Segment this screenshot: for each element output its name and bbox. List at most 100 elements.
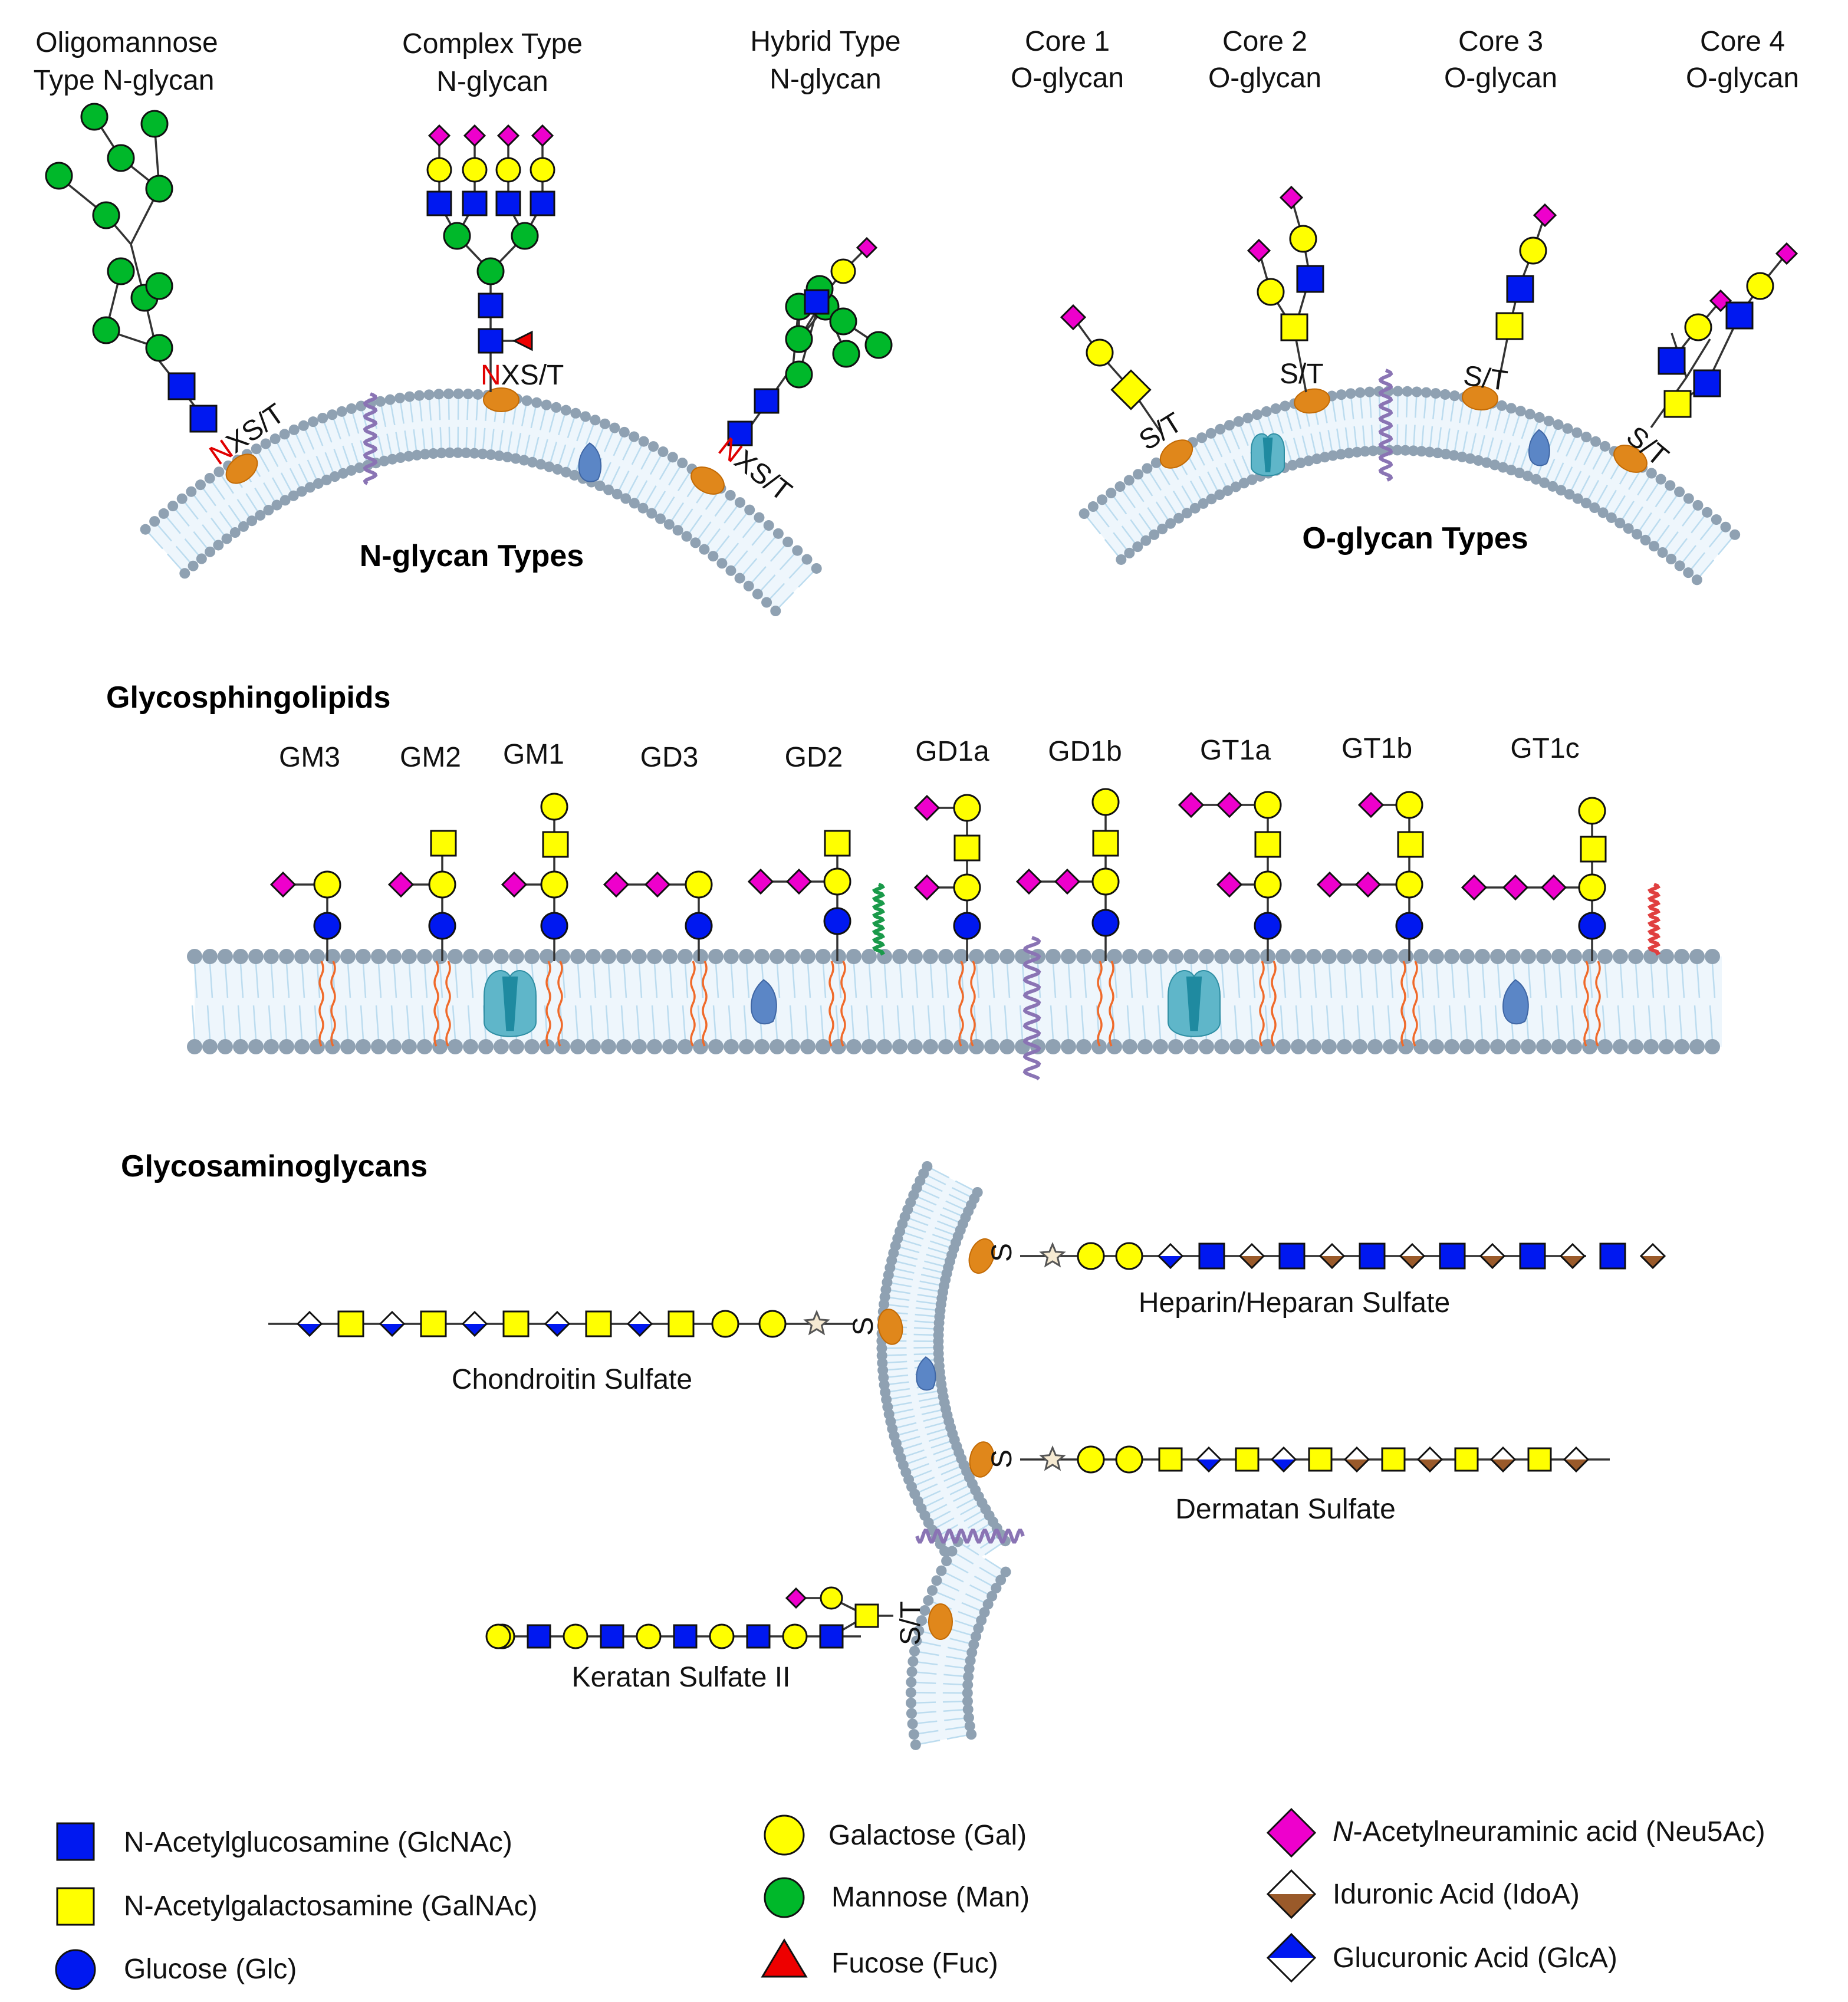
lipid-tail [351, 442, 360, 465]
lipid-head [158, 508, 169, 519]
lipid-tail [222, 1005, 226, 1040]
lipid-head [1275, 949, 1291, 964]
lipid-tail [1494, 409, 1502, 431]
lipid-head [1702, 507, 1713, 518]
lipid-tail [289, 468, 301, 489]
lipid-tail [670, 502, 685, 522]
lipid-tail [1336, 428, 1341, 451]
lipid-tail [1121, 489, 1136, 508]
lipid-tail [886, 1360, 907, 1364]
lipid-head [1242, 412, 1254, 423]
legend-gal: Galactose (Gal) [828, 1820, 1027, 1851]
lipid-head [325, 949, 340, 964]
peptide-helix-green [872, 883, 886, 956]
galactose-circle [428, 870, 456, 899]
lipid-head [233, 1039, 248, 1054]
lipid-tail [1699, 522, 1715, 541]
gsl-name-GM1: GM1 [503, 739, 564, 770]
lipid-tail [923, 1181, 943, 1192]
lipid-tail [263, 482, 276, 502]
lipid-tail [682, 1005, 686, 1040]
lipid-head [1674, 560, 1685, 571]
lipid-head [1449, 390, 1460, 402]
mannose-circle [80, 103, 108, 131]
lipid-head [1133, 469, 1144, 480]
lipid-tail [167, 553, 183, 571]
galnac-square [1495, 312, 1524, 340]
lipid-head [1490, 1039, 1505, 1054]
lipid-head [387, 453, 398, 465]
lipid-head [1416, 446, 1427, 457]
lipid-head [1116, 554, 1127, 565]
lipid-head [1649, 541, 1660, 552]
lipid-head [494, 450, 505, 461]
transmembrane-helix [915, 1528, 1025, 1544]
lipid-head [801, 554, 813, 565]
mannose-circle [832, 340, 860, 368]
lipid-head [233, 949, 248, 964]
lipid-tail [946, 1478, 967, 1489]
lipid-head [962, 1679, 974, 1691]
lipid-head [1165, 518, 1176, 529]
complex-label-2: N-glycan [436, 66, 548, 97]
lipid-tail [1189, 480, 1202, 501]
lipid-tail [895, 1260, 916, 1267]
protein-anchor [1159, 439, 1193, 469]
lipid-head [1521, 1039, 1536, 1054]
lipid-tail [916, 1195, 937, 1206]
galactose-circle [1395, 870, 1423, 899]
glucose-circle [1091, 909, 1120, 937]
lipid-head [646, 508, 657, 519]
lipid-head [647, 949, 662, 964]
lipid-head [1149, 529, 1160, 540]
lipid-head [310, 949, 325, 964]
lipid-tail [219, 511, 234, 530]
lipid-head [218, 949, 233, 964]
lipid-tail [252, 1005, 257, 1040]
lipid-head [1045, 1039, 1061, 1054]
lipid-tail [1139, 476, 1153, 497]
lipid-head [601, 949, 616, 964]
sequon-complex: NXS/T [481, 360, 564, 391]
mannose-circle [45, 162, 73, 190]
lipid-head [443, 388, 454, 399]
lipid-tail [408, 963, 413, 998]
lipid-tail [905, 1224, 926, 1233]
lipid-head [908, 1729, 919, 1740]
lipid-head [1689, 1039, 1705, 1054]
galnac-square [854, 1603, 879, 1628]
lipid-head [213, 540, 224, 551]
lipid-tail [1112, 495, 1127, 515]
lipid-tail [1413, 425, 1416, 448]
lipid-head [831, 949, 846, 964]
lipid-tail [1420, 963, 1425, 998]
lipid-head [971, 1631, 982, 1642]
lipid-head [1597, 1039, 1613, 1054]
lipid-tail [1556, 431, 1567, 453]
lipid-head [1582, 949, 1597, 964]
lipid-tail [1221, 963, 1225, 998]
lipid-head [1183, 1039, 1199, 1054]
lipid-head [229, 527, 241, 538]
lipid-tail [1359, 396, 1363, 419]
half-diamond-idoa-icon [1266, 1869, 1317, 1919]
lipid-tail [921, 1409, 943, 1415]
glcnac-square [1439, 1242, 1466, 1270]
lipid-head [1666, 554, 1677, 565]
lipid-tail [662, 496, 675, 517]
lipid-head [1551, 949, 1567, 964]
lipid-head [1306, 949, 1321, 964]
lipid-tail [1341, 1005, 1346, 1040]
lipid-tail [377, 435, 384, 458]
lipid-head [637, 502, 649, 514]
lipid-tail [791, 963, 796, 998]
galnac-square [1092, 830, 1119, 857]
glca-half-diamond [296, 1310, 323, 1337]
galactose-circle [1091, 788, 1120, 816]
lipid-tail [285, 437, 297, 458]
lipid-tail [1681, 963, 1685, 998]
galnac-square [1235, 1447, 1260, 1472]
neu5ac-diamond [1354, 871, 1382, 898]
lipid-tail [1621, 501, 1635, 521]
lipid-head [1345, 388, 1356, 399]
